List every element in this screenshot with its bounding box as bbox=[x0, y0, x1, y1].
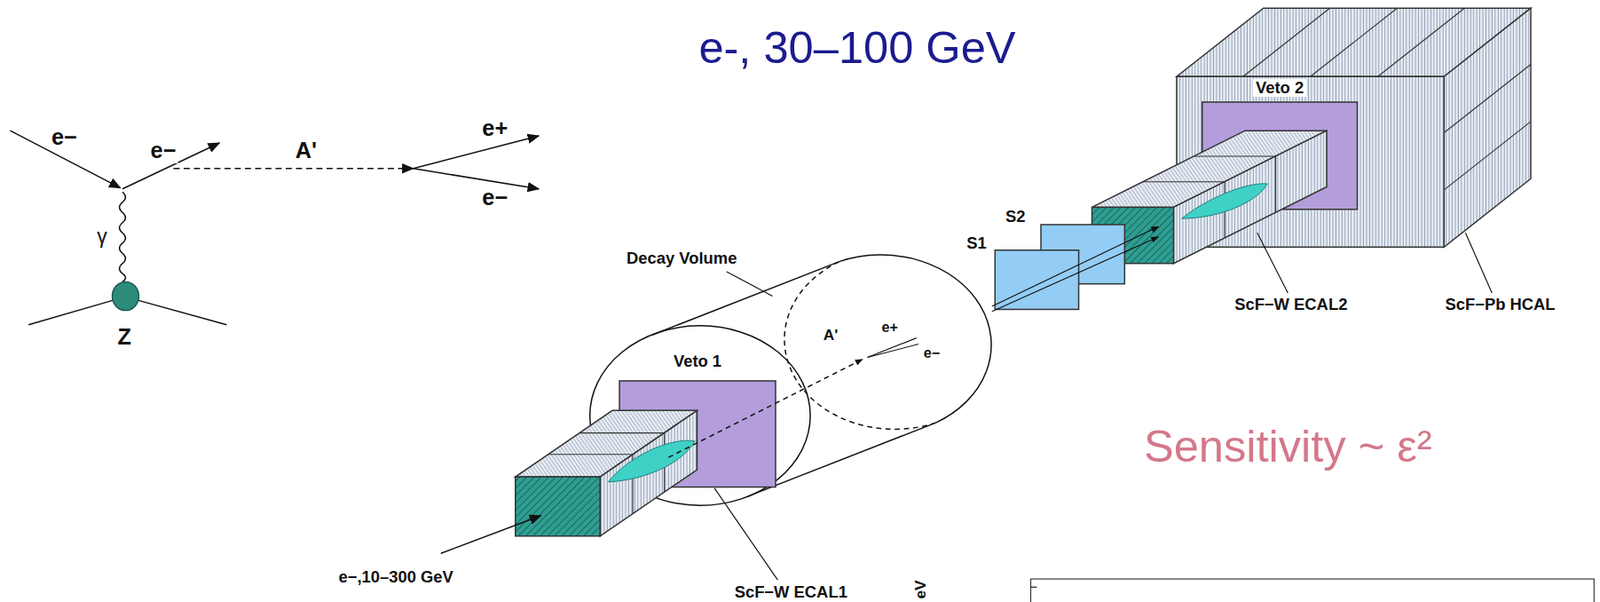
text-label: eV bbox=[912, 577, 930, 600]
photon-line bbox=[119, 191, 127, 282]
leader-line bbox=[714, 488, 778, 581]
veto-counter: Veto 1 bbox=[619, 352, 776, 488]
annotation: Sensitivity ~ ε² bbox=[1142, 421, 1435, 472]
plot-frame bbox=[1031, 578, 1595, 602]
beam-arrow bbox=[441, 515, 542, 554]
nucleus-line bbox=[28, 299, 113, 325]
cylinder-back-hidden bbox=[784, 260, 937, 429]
text-label: Z bbox=[116, 324, 134, 350]
decay-track bbox=[992, 226, 1159, 307]
node-label: Veto 1 bbox=[670, 352, 725, 371]
cylinder-edge bbox=[652, 260, 841, 335]
leader-line bbox=[1257, 232, 1289, 293]
scintillator bbox=[994, 250, 1079, 310]
cylinder-back bbox=[839, 254, 992, 423]
shower bbox=[607, 440, 695, 482]
node-label: Veto 2 bbox=[1253, 78, 1307, 97]
text-label: ScF−Pb HCAL bbox=[1442, 295, 1557, 314]
leader-line bbox=[726, 271, 773, 297]
text-label: S1 bbox=[964, 234, 989, 253]
ecal-side bbox=[1174, 130, 1328, 263]
text-label: e+ bbox=[480, 116, 510, 142]
text-label: S2 bbox=[1003, 207, 1028, 226]
shower bbox=[1182, 183, 1269, 219]
positron-line bbox=[413, 135, 539, 169]
text-label: e−,10–300 GeV bbox=[337, 567, 456, 586]
text-label: A' bbox=[293, 138, 319, 164]
hcal-side bbox=[1443, 7, 1531, 247]
decay-track bbox=[992, 236, 1159, 312]
text-label: e+ bbox=[880, 319, 900, 336]
aprime-track bbox=[668, 359, 863, 458]
text-label: ScF−W ECAL2 bbox=[1232, 295, 1349, 314]
electron-line bbox=[413, 168, 539, 190]
text-label: γ bbox=[94, 225, 110, 248]
decay-track bbox=[867, 344, 920, 358]
nucleus-line bbox=[137, 299, 227, 325]
text-label: Decay Volume bbox=[624, 249, 739, 268]
leader-line bbox=[1465, 232, 1492, 293]
text-label: A' bbox=[821, 326, 841, 344]
text-label: e− bbox=[49, 125, 79, 150]
veto-counter: Veto 2 bbox=[1202, 78, 1358, 210]
text-label: e− bbox=[149, 138, 179, 164]
text-label: e− bbox=[922, 345, 942, 362]
aprime-line bbox=[173, 167, 414, 169]
decay-track bbox=[867, 338, 917, 358]
ecal-side bbox=[599, 409, 697, 536]
text-label: ScF−W ECAL1 bbox=[733, 583, 850, 601]
nucleus-blob bbox=[112, 281, 140, 310]
text-label: e− bbox=[480, 185, 510, 211]
heading: e-, 30–100 GeV bbox=[698, 23, 1016, 73]
ecal-front bbox=[515, 476, 600, 536]
